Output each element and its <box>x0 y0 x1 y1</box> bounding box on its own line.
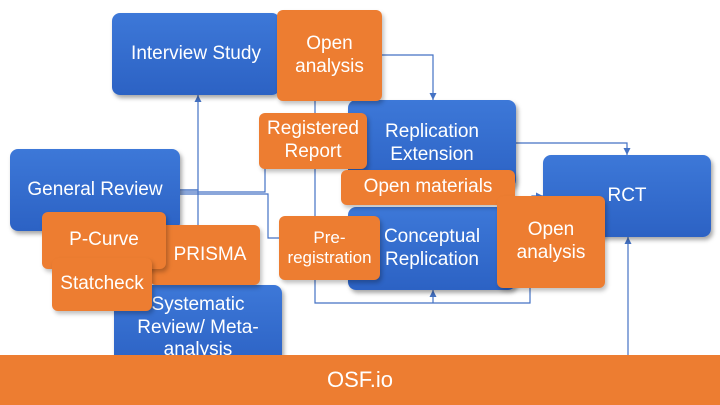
connector-general-to-interview <box>180 95 202 191</box>
node-interview-study-label: Interview Study <box>131 42 261 64</box>
osf-platform-bar: OSF.io <box>0 355 720 405</box>
practice-open-materials-label: Open materials <box>363 176 493 198</box>
practice-open-analysis-right: Open analysis <box>497 196 605 288</box>
node-interview-study: Interview Study <box>112 13 280 95</box>
practice-prisma: PRISMA <box>150 225 260 285</box>
practice-statcheck: Statcheck <box>52 258 152 311</box>
node-systematic-review-label: Systematic Review/ Meta- analysis <box>137 293 259 361</box>
practice-statcheck-label: Statcheck <box>60 273 144 295</box>
connector-replication-to-rct <box>515 142 631 155</box>
practice-prisma-label: PRISMA <box>173 243 247 265</box>
practice-registered-report-label: Registered Report <box>267 118 359 162</box>
node-replication-extension-label: Replication Extension <box>385 121 479 165</box>
practice-pre-registration: Pre- registration <box>279 216 380 280</box>
practice-open-analysis-top-label: Open analysis <box>295 32 364 77</box>
node-conceptual-replication-label: Conceptual Replication <box>383 225 481 270</box>
osf-platform-label: OSF.io <box>326 366 394 392</box>
practice-pre-registration-label: Pre- registration <box>287 227 372 267</box>
practice-open-materials: Open materials <box>341 170 515 205</box>
practice-open-analysis-right-label: Open analysis <box>516 219 586 263</box>
node-general-review-label: General Review <box>27 178 163 200</box>
node-rct-label: RCT <box>607 184 647 206</box>
practice-p-curve-label: P-Curve <box>69 229 139 251</box>
practice-open-analysis-top: Open analysis <box>277 10 382 101</box>
practice-registered-report: Registered Report <box>259 113 367 169</box>
